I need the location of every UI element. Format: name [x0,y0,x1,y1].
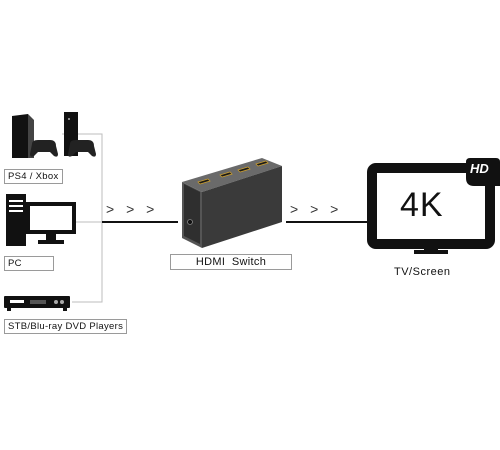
dvd-player-icon [4,294,72,312]
source-label-stb-bluray-dvd: STB/Blu-ray DVD Players [4,319,128,334]
hdmi-switch-device-icon [176,152,288,248]
tv-screen-label: TV/Screen [394,266,451,278]
game-console-icon [8,110,98,162]
source-label-pc: PC [4,256,54,271]
input-arrows: > > > [106,201,159,217]
tv-4k-icon [366,158,500,258]
output-arrows: > > > [290,201,343,217]
source-label-ps4-xbox: PS4 / Xbox [4,169,63,184]
tv-hd-badge: HD [470,161,489,176]
tv-resolution-text: 4K [400,186,444,224]
hdmi-switch-label: HDMI Switch [170,254,292,270]
desktop-pc-icon [6,192,78,250]
